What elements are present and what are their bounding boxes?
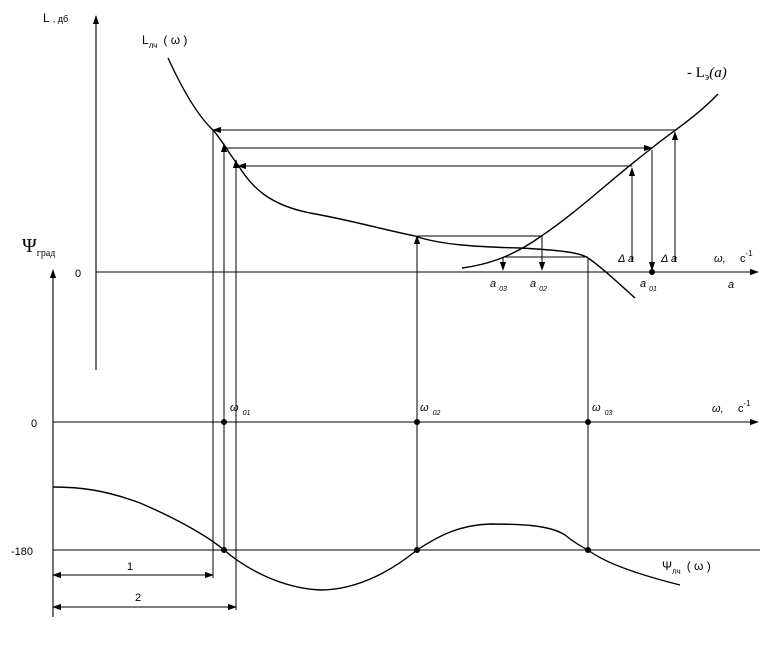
minus-le-label: - Lэ(a) [687,65,727,83]
a-axis-label: a [728,279,734,291]
delta-a-right-label: Δ a [660,253,677,265]
psi-lch-curve [52,486,681,591]
minus-180-label: -180 [11,546,33,558]
l-axis-label: L, дб [43,11,68,25]
point-180-3 [585,547,591,553]
delta-a-left-label: Δ a [617,253,634,265]
dim-2-label: 2 [135,592,141,604]
point-180-1 [221,547,227,553]
omega-axis-mid-label: ω, [712,403,724,415]
minus-le-curve [461,93,719,269]
zero-mid-label: 0 [31,418,37,430]
point-omega03 [585,419,591,425]
point-180-2 [414,547,420,553]
point-omega01 [221,419,227,425]
dim-1-label: 1 [127,561,133,573]
point-a01 [649,269,655,275]
zero-top-label: 0 [75,268,81,280]
l-lch-curve [167,57,636,299]
c-inv-mid-label: c-1 [738,399,751,415]
psi-axis-label: Ψград [22,235,55,259]
c-inv-top-label: c-1 [740,249,753,265]
omega-axis-top-label: ω, [714,253,726,265]
point-omega02 [414,419,420,425]
psi-lch-label: Ψлч( ω ) [662,559,711,576]
l-lch-label: Lлч( ω ) [142,33,187,50]
